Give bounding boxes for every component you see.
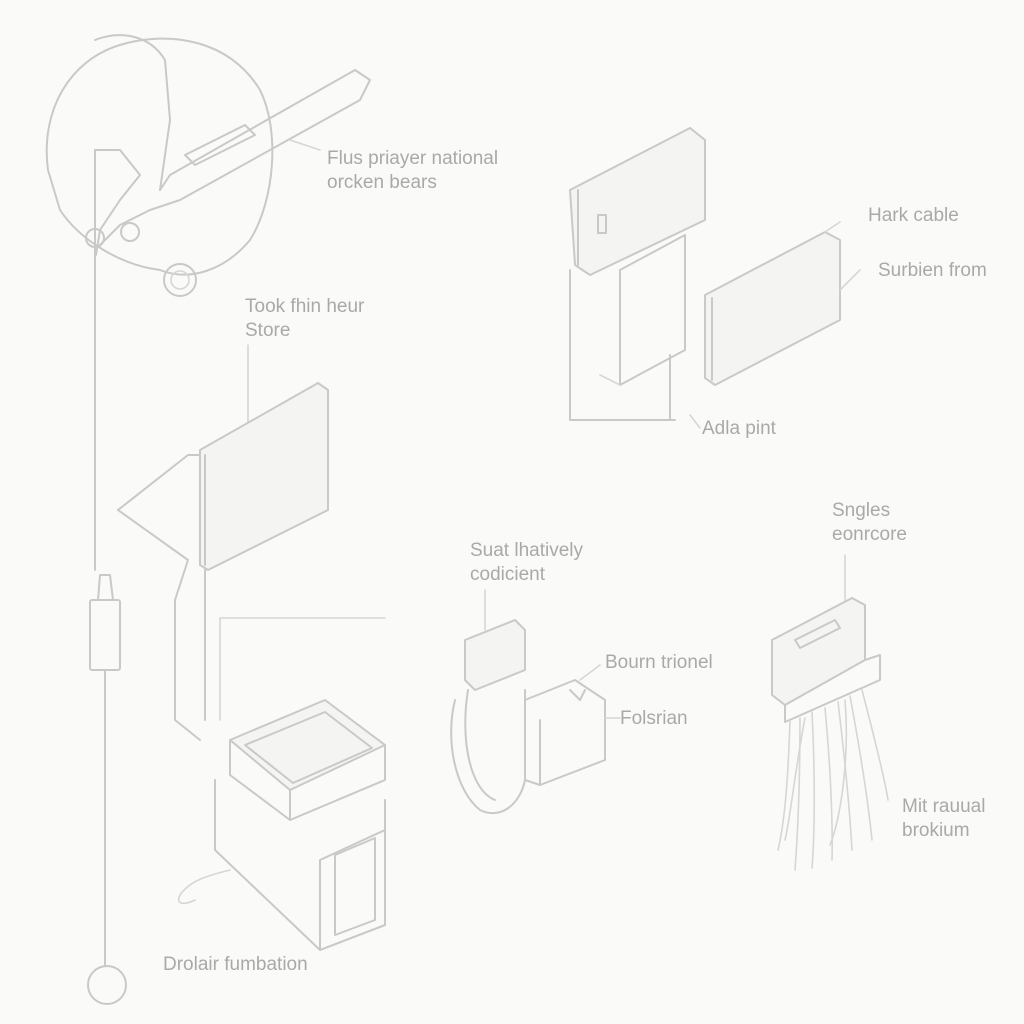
ribbon-connector-part <box>771 554 889 871</box>
label-helmet-line1: Flus priayer national <box>327 148 499 169</box>
label-helmet: Flus priayer national orcken bears <box>327 147 498 195</box>
label-drolair: Drolair fumbation <box>163 954 308 975</box>
base-box-part <box>177 699 386 951</box>
label-suat: Suat lhatively codicient <box>470 539 583 587</box>
label-surbien: Surbien from <box>878 260 987 281</box>
label-adla: Adla pint <box>702 418 776 439</box>
label-suat-line2: codicient <box>470 564 545 585</box>
label-sngles-line1: Sngles <box>832 500 891 521</box>
connector-bracket-part <box>450 589 621 815</box>
helmet-part <box>45 34 371 297</box>
label-hark-cable: Hark cable <box>868 205 959 226</box>
label-store-line1: Took fhin heur <box>245 296 365 317</box>
label-store: Took fhin heur Store <box>245 295 364 343</box>
label-sngles: Sngles eonrcore <box>832 499 907 547</box>
label-helmet-line2: orcken bears <box>327 172 437 193</box>
label-mit-line2: brokium <box>902 820 970 841</box>
panel-store-part <box>117 344 386 741</box>
label-bourn: Bourn trionel <box>605 652 713 673</box>
label-store-line2: Store <box>245 320 291 341</box>
label-mit: Mit rauual brokium <box>902 795 985 843</box>
label-folsrian: Folsrian <box>620 708 688 729</box>
label-sngles-line2: eonrcore <box>832 524 907 545</box>
hark-cable-part <box>689 221 861 429</box>
label-suat-line1: Suat lhatively <box>470 540 584 561</box>
label-mit-line1: Mit rauual <box>902 796 986 817</box>
card-module-part <box>569 127 706 421</box>
cable-probe-part <box>87 149 127 1005</box>
